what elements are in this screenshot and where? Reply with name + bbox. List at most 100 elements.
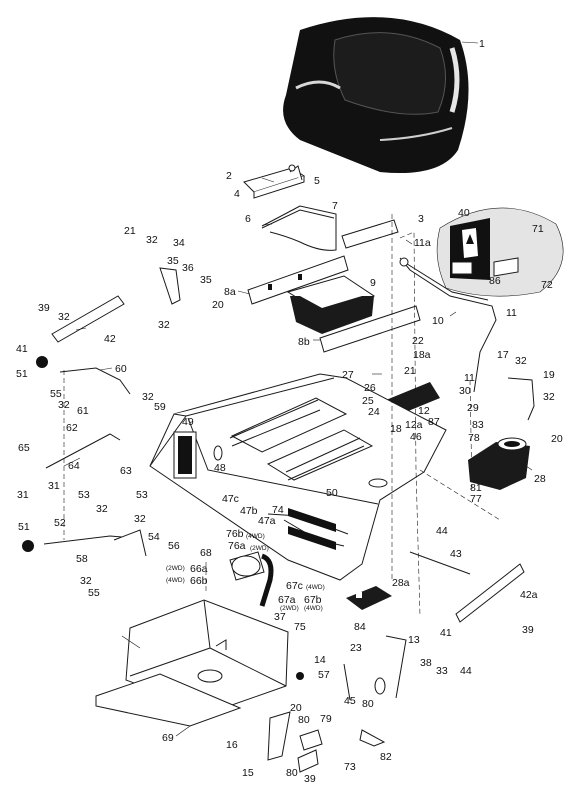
callout-66b: 66b <box>190 575 208 587</box>
callout-60: 60 <box>115 363 127 375</box>
callout-28a: 28a <box>392 577 410 589</box>
callout-8b: 8b <box>298 336 310 348</box>
callout-4: 4 <box>234 188 240 200</box>
callout-6: 6 <box>245 213 251 225</box>
callout-34: 34 <box>173 237 185 249</box>
callout-11a: 11a <box>414 237 431 249</box>
callout-39b: 39 <box>522 624 534 636</box>
callout-18a: 18a <box>413 349 431 361</box>
callout-77: 77 <box>470 493 482 505</box>
decal-part <box>288 508 336 550</box>
reservoir-part <box>229 551 274 607</box>
callout-numbers: 1 2 4 5 7 6 3 11a 8a 9 8b 10 11 11 22 18… <box>16 38 563 785</box>
callout-21b: 21 <box>404 365 416 377</box>
callout-51a: 51 <box>16 368 28 380</box>
callout-67b: 67b <box>304 594 322 606</box>
seat-rail-parts <box>247 219 421 353</box>
note-67c: (4WD) <box>306 584 325 591</box>
callout-62: 62 <box>66 422 78 434</box>
callout-66a: 66a <box>190 563 208 575</box>
callout-64: 64 <box>68 460 80 472</box>
callout-24: 24 <box>368 406 380 418</box>
callout-71: 71 <box>532 223 544 235</box>
callout-32b: 32 <box>543 391 555 403</box>
callout-12: 12 <box>418 405 430 417</box>
callout-26: 26 <box>364 382 376 394</box>
callout-80b: 80 <box>298 714 310 726</box>
callout-25: 25 <box>362 395 374 407</box>
callout-67c: 67c <box>286 580 303 592</box>
linkage-parts <box>22 267 181 557</box>
callout-74: 74 <box>272 504 284 516</box>
callout-39a: 39 <box>38 302 50 314</box>
callout-81: 81 <box>470 482 482 494</box>
callout-22: 22 <box>412 335 424 347</box>
seat-bracket-part <box>243 164 306 199</box>
callout-11: 11 <box>506 307 517 319</box>
callout-11b: 11 <box>464 372 475 384</box>
callout-28: 28 <box>534 473 546 485</box>
callout-67a: 67a <box>278 594 296 606</box>
callout-15: 15 <box>242 767 254 779</box>
callout-20a: 20 <box>551 433 563 445</box>
callout-68: 68 <box>200 547 212 559</box>
callout-19: 19 <box>543 369 555 381</box>
callout-44a: 44 <box>436 525 448 537</box>
storage-tray-part <box>286 275 376 334</box>
callout-84: 84 <box>354 621 366 633</box>
callout-7: 7 <box>332 200 338 212</box>
callout-30: 30 <box>459 385 471 397</box>
callout-23: 23 <box>350 642 362 654</box>
callout-47a: 47a <box>258 515 276 527</box>
callout-41a: 41 <box>16 343 28 355</box>
seat-part <box>283 17 469 174</box>
note-66a: (2WD) <box>166 565 185 572</box>
callout-51b: 51 <box>18 521 30 533</box>
callout-49: 49 <box>182 416 194 428</box>
callout-80a: 80 <box>362 698 374 710</box>
callout-73: 73 <box>344 761 356 773</box>
main-frame-part <box>149 373 447 581</box>
callout-33: 33 <box>436 665 448 677</box>
callout-78: 78 <box>468 432 480 444</box>
callout-48: 48 <box>214 462 226 474</box>
callout-32e: 32 <box>58 311 70 323</box>
callout-5: 5 <box>314 175 320 187</box>
callout-37: 37 <box>274 611 286 623</box>
callout-10: 10 <box>432 315 444 327</box>
note-66b: (4WD) <box>166 577 185 584</box>
lower-chassis-part <box>95 599 289 727</box>
callout-63: 63 <box>120 465 132 477</box>
callout-12a: 12a <box>405 419 423 431</box>
callout-82: 82 <box>380 751 392 763</box>
callout-38: 38 <box>420 657 432 669</box>
callout-31a: 31 <box>17 489 29 501</box>
callout-52: 52 <box>54 517 66 529</box>
decal-plate-part <box>436 207 564 297</box>
callout-70: 70 <box>474 221 486 233</box>
callout-14: 14 <box>314 654 326 666</box>
note-76b: (4WD) <box>246 533 265 540</box>
callout-53a: 53 <box>78 489 90 501</box>
fuel-tank-part <box>468 437 530 490</box>
pedal-linkage-parts <box>267 672 386 773</box>
callout-32a: 32 <box>515 355 527 367</box>
callout-83: 83 <box>472 419 484 431</box>
callout-57: 57 <box>318 669 330 681</box>
callout-21a: 21 <box>124 225 136 237</box>
callout-16: 16 <box>226 739 238 751</box>
callout-69: 69 <box>162 732 174 744</box>
callout-32f: 32 <box>58 399 70 411</box>
callout-32c: 32 <box>146 234 158 246</box>
callout-53b: 53 <box>136 489 148 501</box>
callout-47c: 47c <box>222 493 239 505</box>
callout-79: 79 <box>320 713 332 725</box>
callout-75: 75 <box>294 621 306 633</box>
callout-46: 46 <box>410 431 422 443</box>
callout-41b: 41 <box>440 627 452 639</box>
callout-55a: 55 <box>50 388 62 400</box>
callout-43: 43 <box>450 548 462 560</box>
callout-32d: 32 <box>158 319 170 331</box>
callout-20b: 20 <box>212 299 224 311</box>
callout-45: 45 <box>344 695 356 707</box>
